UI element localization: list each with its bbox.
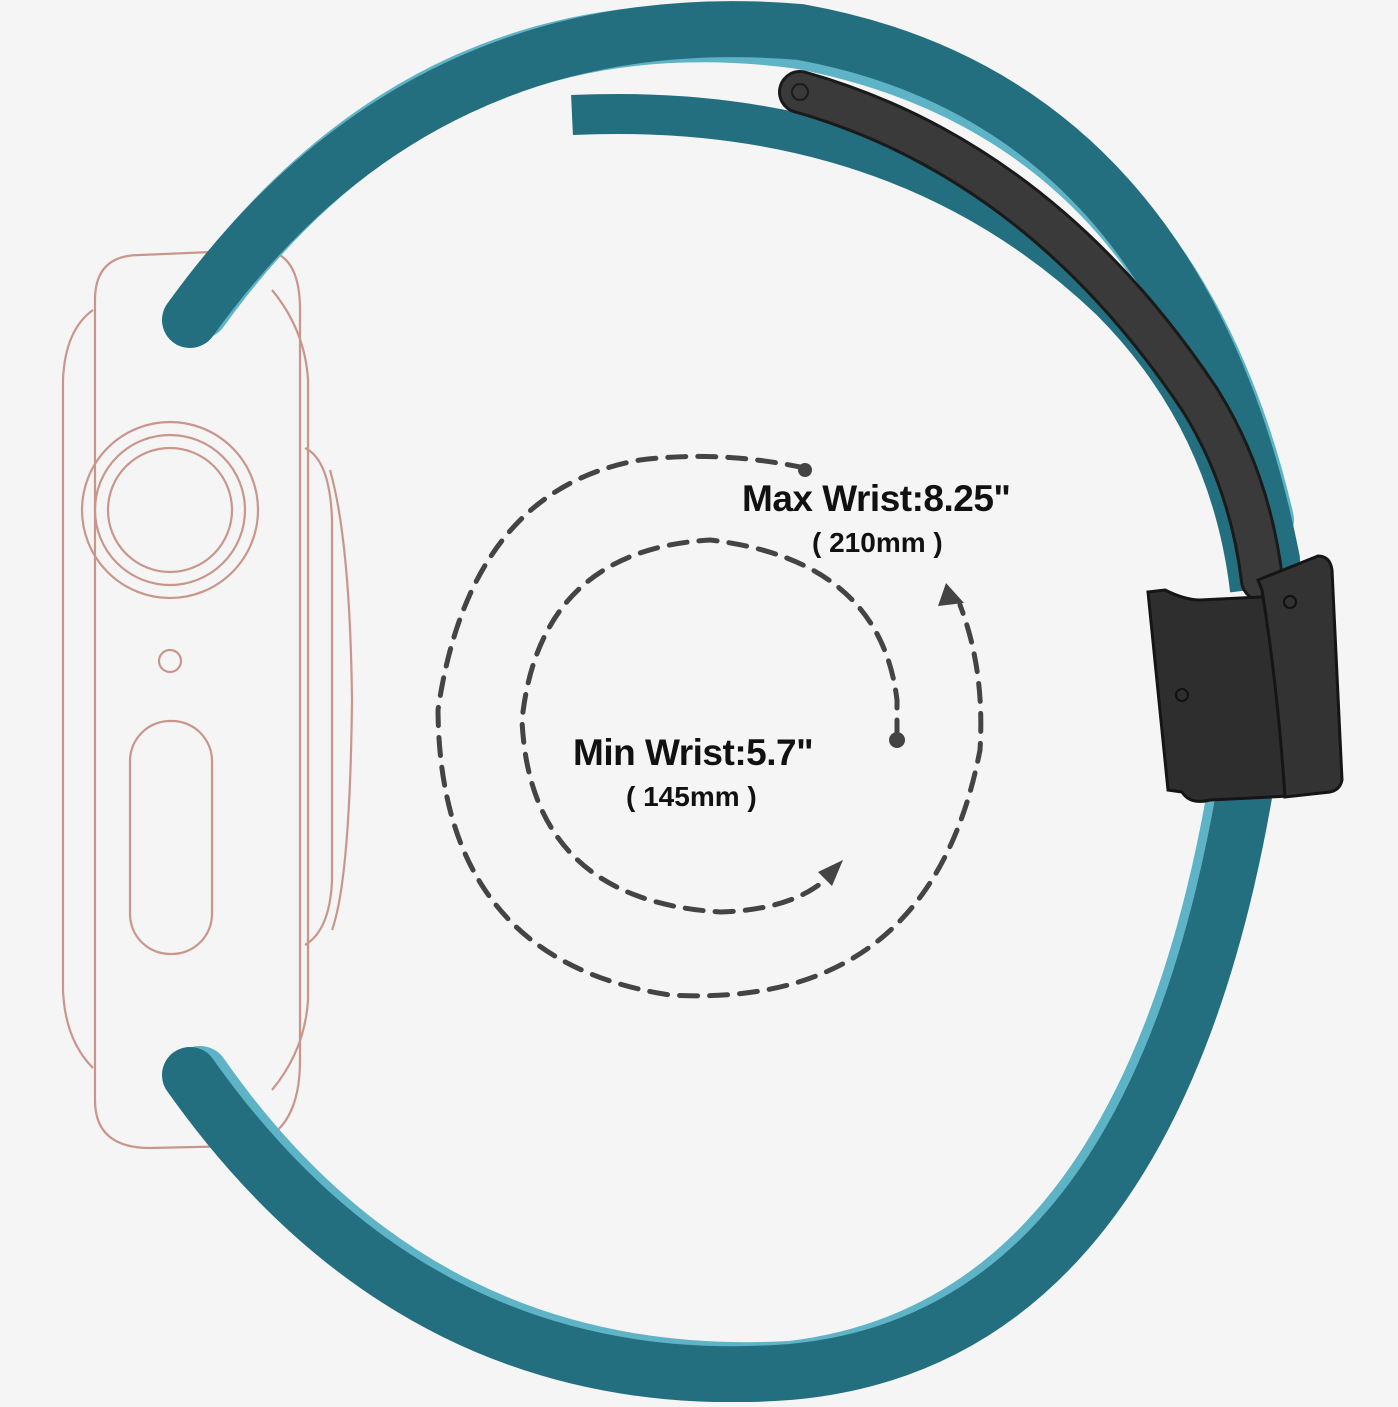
max-wrist-metric: ( 210mm )	[812, 527, 943, 558]
arrow-dots	[798, 463, 964, 886]
min-wrist-metric: ( 145mm )	[626, 781, 757, 812]
watch-outline-icon	[61, 248, 354, 1150]
min-wrist-label: Min Wrist:5.7"	[573, 732, 814, 773]
max-wrist-label: Max Wrist:8.25"	[742, 478, 1011, 519]
magnetic-clasp-icon	[778, 70, 1344, 803]
circular-dashed-arrow-icon	[435, 453, 984, 999]
